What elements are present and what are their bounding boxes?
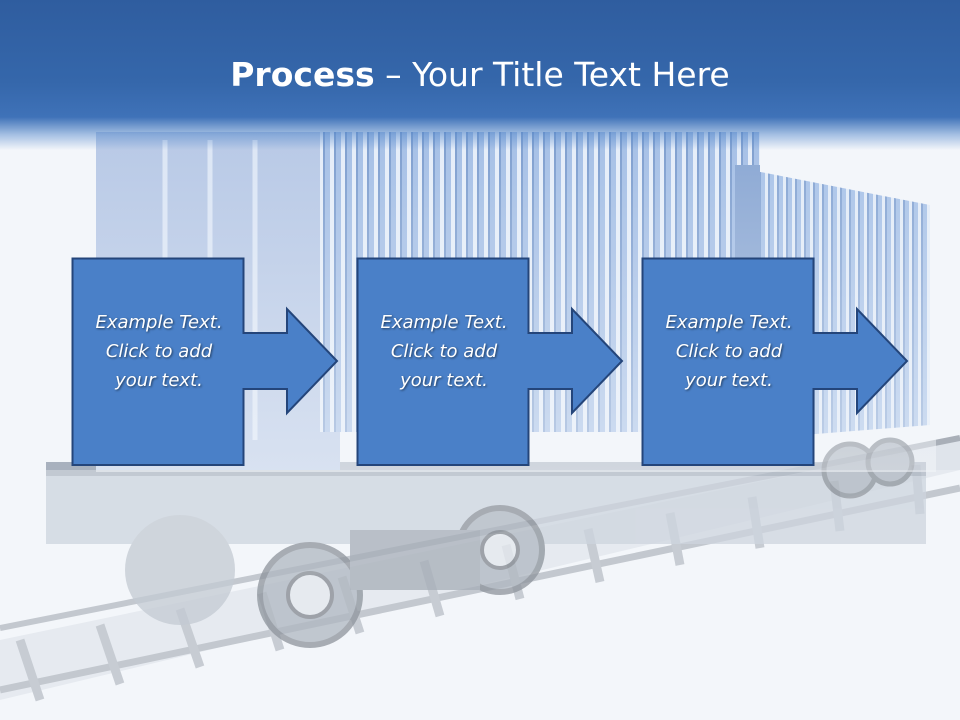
arrow-box-shape (356, 257, 624, 466)
step-line: Click to add (390, 341, 498, 362)
step-line: Click to add (105, 341, 213, 362)
title-bar (0, 0, 960, 150)
step-text: Example Text. Click to add your text. (644, 308, 814, 395)
process-step-3[interactable]: Example Text. Click to add your text. (641, 257, 960, 468)
step-line: your text. (685, 370, 773, 391)
process-step-1[interactable]: Example Text. Click to add your text. (71, 257, 416, 468)
title-rest: – Your Title Text Here (374, 55, 730, 94)
title-bold: Process (230, 55, 375, 94)
step-text: Example Text. Click to add your text. (74, 308, 244, 395)
step-line: Click to add (675, 341, 783, 362)
step-line: your text. (115, 370, 203, 391)
step-line: Example Text. (665, 312, 793, 333)
slide-title: Process – Your Title Text Here (0, 55, 960, 95)
step-text: Example Text. Click to add your text. (359, 308, 529, 395)
step-line: Example Text. (95, 312, 223, 333)
arrow-box-shape (641, 257, 909, 466)
process-step-2[interactable]: Example Text. Click to add your text. (356, 257, 701, 468)
arrow-box-shape (71, 257, 339, 466)
step-line: Example Text. (380, 312, 508, 333)
step-line: your text. (400, 370, 488, 391)
